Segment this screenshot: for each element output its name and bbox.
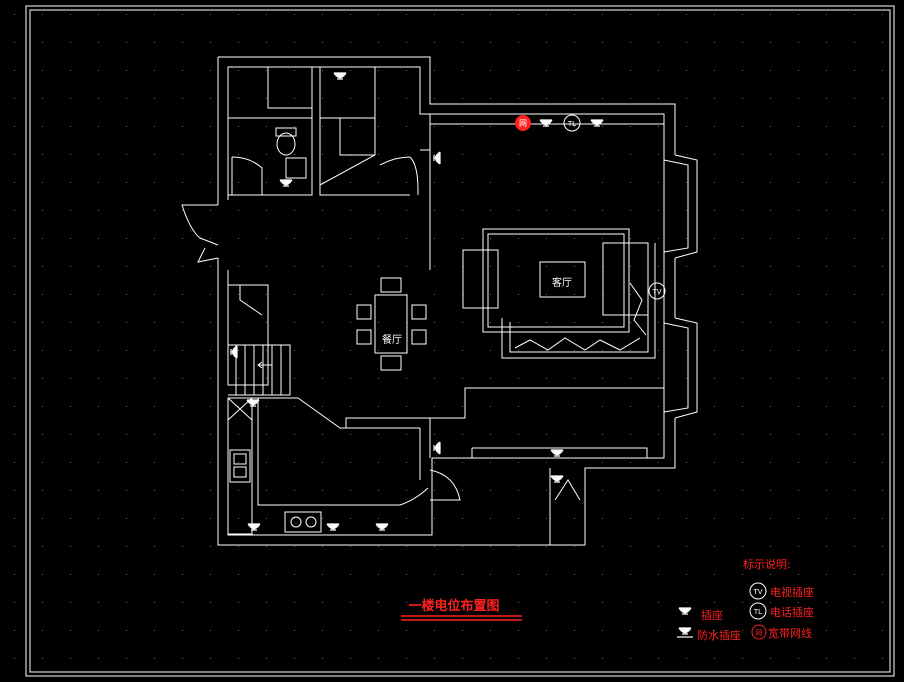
legend-phone-icon: TL bbox=[749, 602, 767, 620]
drawing-title: 一楼电位布置图 bbox=[408, 598, 499, 614]
network-outlet-plan: 网 bbox=[515, 115, 531, 131]
legend-network-icon: 网 bbox=[751, 624, 767, 640]
legend-tv-label: 电视插座 bbox=[770, 585, 814, 599]
legend-network-label: 宽带网线 bbox=[768, 626, 812, 640]
tel-outlet-plan: TL bbox=[563, 114, 581, 132]
room-label-dining: 餐厅 bbox=[382, 333, 402, 346]
svg-text:网: 网 bbox=[756, 629, 763, 637]
drawing-frame bbox=[25, 5, 895, 677]
title-underline bbox=[401, 615, 522, 621]
floor-walls bbox=[181, 56, 698, 546]
svg-text:网: 网 bbox=[519, 119, 527, 128]
svg-text:TL: TL bbox=[753, 608, 762, 616]
legend-socket-label: 插座 bbox=[701, 608, 723, 622]
svg-text:TL: TL bbox=[567, 120, 576, 128]
svg-text:TV: TV bbox=[651, 288, 661, 296]
legend: 标示说明: 插座 防水插座 TV 电视插座 TL 电话插座 网 宽带网线 bbox=[677, 557, 814, 642]
legend-waterproof-label: 防水插座 bbox=[697, 628, 741, 642]
legend-waterproof-icon bbox=[677, 627, 693, 638]
legend-phone-label: 电话插座 bbox=[770, 605, 814, 619]
room-label-living: 客厅 bbox=[552, 276, 572, 289]
svg-text:TV: TV bbox=[752, 588, 762, 596]
tv-outlet-plan: TV bbox=[648, 282, 666, 300]
legend-heading: 标示说明: bbox=[743, 557, 791, 571]
legend-tv-icon: TV bbox=[749, 582, 767, 600]
